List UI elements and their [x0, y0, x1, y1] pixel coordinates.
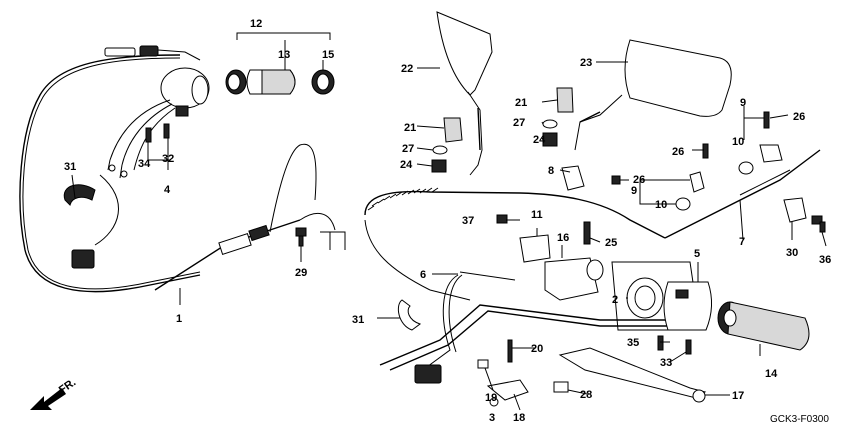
brake-lever	[558, 347, 707, 403]
callout-numbers: 1 2 3 4 5 6 7 8 9 9 10 10 11 12 13 14 15…	[64, 18, 831, 424]
callout-17: 17	[732, 390, 744, 402]
callout-4: 4	[164, 184, 171, 196]
callout-34: 34	[138, 158, 151, 170]
callout-36: 36	[819, 254, 831, 266]
callout-24b: 24	[400, 159, 413, 171]
callout-10b: 10	[655, 199, 667, 211]
right-grip	[717, 301, 810, 351]
callout-2: 2	[612, 294, 618, 306]
callout-27a: 27	[513, 117, 525, 129]
callout-20: 20	[531, 343, 543, 355]
handlebar-holder	[519, 221, 604, 301]
left-cable-assembly	[19, 45, 346, 293]
leader-lines	[71, 40, 827, 411]
callout-10a: 10	[732, 136, 744, 148]
callout-21a: 21	[515, 97, 527, 109]
mirror-adapter-right	[542, 87, 574, 147]
callout-3: 3	[489, 412, 495, 424]
callout-26a: 26	[793, 111, 805, 123]
callout-9a: 9	[740, 97, 746, 109]
callout-6: 6	[420, 269, 426, 281]
callout-32: 32	[162, 153, 174, 165]
callout-35: 35	[627, 337, 639, 349]
callout-28: 28	[580, 389, 592, 401]
callout-11: 11	[531, 209, 543, 221]
callout-18: 18	[513, 412, 525, 424]
callout-24a: 24	[533, 134, 546, 146]
right-switch-assembly	[611, 261, 712, 355]
callout-30: 30	[786, 247, 798, 259]
callout-1: 1	[176, 313, 182, 325]
left-mirror	[436, 11, 493, 176]
callout-21b: 21	[404, 122, 416, 134]
right-cable-and-brackets	[496, 111, 826, 239]
callout-37: 37	[462, 215, 474, 227]
clutch-cable	[364, 190, 666, 301]
throttle-grip-set	[225, 32, 335, 95]
left-switch-wiring	[397, 271, 516, 384]
callout-16: 16	[557, 232, 569, 244]
callout-25: 25	[605, 237, 617, 249]
lever-holder	[477, 339, 569, 407]
callout-19: 19	[485, 392, 497, 404]
callout-14: 14	[765, 368, 778, 380]
callout-31a: 31	[64, 161, 76, 173]
figure-code: GCK3-F0300	[770, 414, 829, 425]
callout-23: 23	[580, 57, 592, 69]
callout-26c: 26	[633, 174, 645, 186]
callout-22: 22	[401, 63, 413, 75]
callout-31b: 31	[352, 314, 364, 326]
right-mirror	[574, 39, 732, 151]
mirror-adapter-left	[431, 117, 463, 173]
callout-12: 12	[250, 18, 262, 30]
callout-8: 8	[548, 165, 554, 177]
callout-27b: 27	[402, 143, 414, 155]
callout-9b: 9	[631, 185, 637, 197]
callout-7: 7	[739, 236, 745, 248]
callout-13: 13	[278, 49, 290, 61]
callout-5: 5	[694, 248, 700, 260]
callout-33: 33	[660, 357, 672, 369]
front-arrow-icon: FR.	[30, 376, 78, 410]
handlebar	[379, 304, 700, 371]
callout-26b: 26	[672, 146, 684, 158]
cable-coil	[367, 187, 439, 211]
callout-29: 29	[295, 267, 307, 279]
callout-15: 15	[322, 49, 334, 61]
